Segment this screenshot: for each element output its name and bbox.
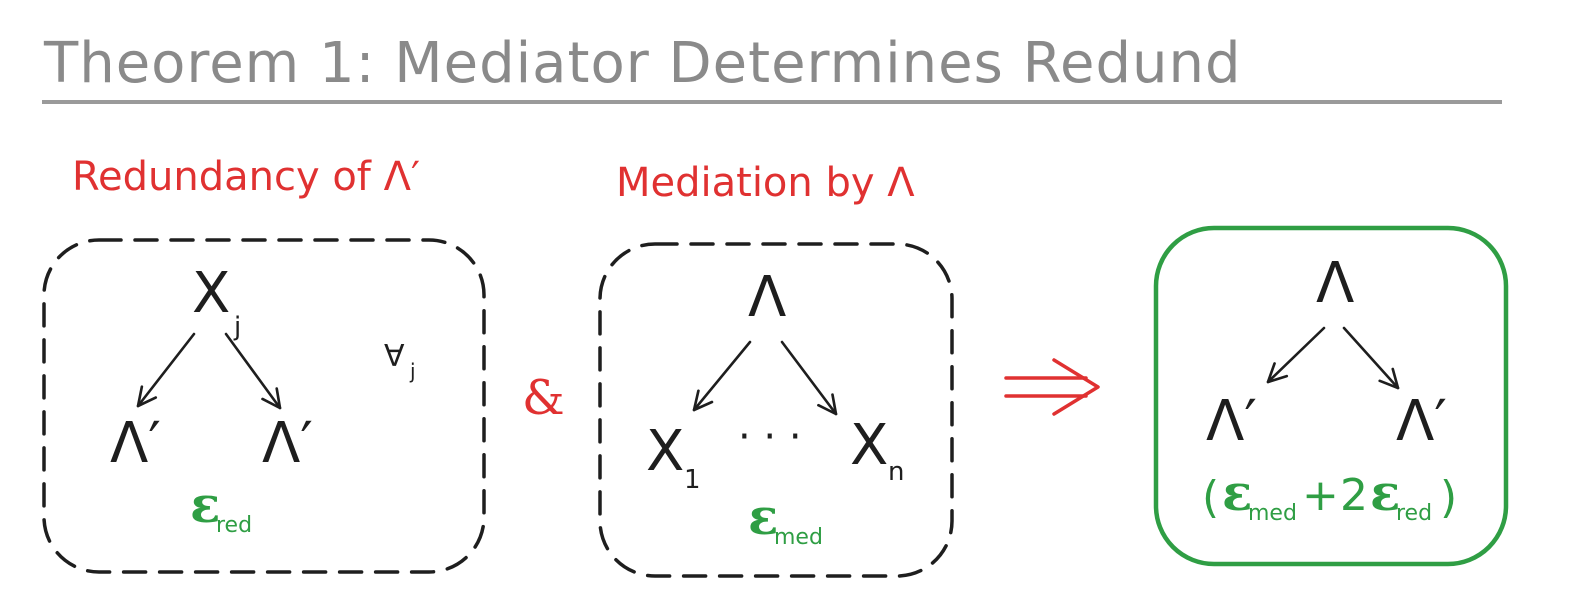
implies-arrow-icon (1004, 358, 1100, 416)
epsilon-med-conclusion-subscript: med (1248, 501, 1297, 526)
arrow-lambda-to-x1 (692, 340, 752, 412)
mediation-label: Mediation by Λ (616, 160, 915, 206)
coefficient-two: 2 (1340, 470, 1368, 521)
node-lambda-conclusion: Λ (1316, 251, 1354, 316)
epsilon-red-subscript: red (216, 513, 252, 538)
open-paren: ( (1202, 472, 1219, 523)
redundancy-box (42, 238, 486, 574)
arrow-lambda-to-right (1342, 326, 1400, 390)
forall-subscript: j (409, 359, 416, 383)
node-lambda-mediator: Λ (748, 265, 786, 330)
epsilon-red: ε (190, 475, 220, 534)
redundancy-graph: X j Λ′ Λ′ (110, 261, 313, 476)
node-x-n-subscript: n (888, 457, 904, 487)
node-x-n: X (850, 413, 888, 478)
node-lambda-prime-left: Λ′ (110, 411, 161, 476)
combined-error-bound: ( ε med + 2 ε red ) (1202, 463, 1457, 526)
ampersand-connector: & (522, 370, 565, 426)
ellipsis: · · · (738, 414, 802, 460)
node-lambda-prime-conclusion-right: Λ′ (1396, 389, 1447, 454)
close-paren: ) (1440, 472, 1457, 523)
node-lambda-prime-right: Λ′ (262, 411, 313, 476)
node-x-j-subscript: j (233, 312, 241, 342)
mediation-box (598, 242, 954, 578)
epsilon-red-conclusion-subscript: red (1396, 501, 1432, 526)
epsilon-med-conclusion: ε (1222, 463, 1252, 522)
epsilon-med-subscript: med (774, 525, 823, 550)
node-x-1-subscript: 1 (684, 465, 701, 495)
conclusion-graph: Λ Λ′ Λ′ (1206, 251, 1447, 454)
node-lambda-prime-conclusion-left: Λ′ (1206, 389, 1257, 454)
redundancy-label: Redundancy of Λ′ (72, 154, 420, 200)
arrow-xj-to-left (136, 332, 196, 408)
node-x-1: X (646, 419, 684, 484)
arrow-lambda-to-xn (780, 340, 838, 416)
conclusion-box (1153, 225, 1509, 567)
mediation-graph: Λ X 1 · · · X n (646, 265, 904, 495)
node-x-j: X (192, 261, 230, 326)
plus-sign: + (1302, 470, 1339, 521)
epsilon-red-conclusion: ε (1370, 463, 1400, 522)
page-title: Theorem 1: Mediator Determines Redund (43, 31, 1242, 96)
epsilon-med: ε (748, 487, 778, 546)
arrow-lambda-to-left (1266, 326, 1326, 384)
forall-symbol: ∀ (384, 339, 405, 374)
arrow-xj-to-right (224, 332, 282, 410)
